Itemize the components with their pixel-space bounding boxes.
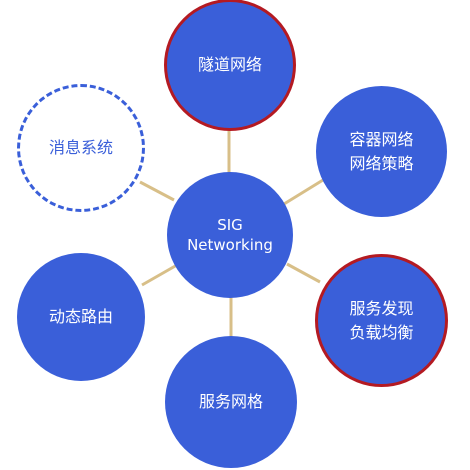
connector-discovery — [286, 262, 321, 284]
node-dynamic-routing[interactable]: 动态路由 — [17, 253, 145, 381]
node-label: 容器网络 网络策略 — [349, 129, 414, 173]
node-label: 消息系统 — [48, 138, 113, 157]
connector-routing — [141, 263, 178, 287]
node-container-network-policy[interactable]: 容器网络 网络策略 — [316, 86, 447, 217]
center-node-label: SIG Networking — [187, 216, 273, 254]
node-label: 动态路由 — [48, 307, 113, 326]
node-service-mesh[interactable]: 服务网格 — [165, 336, 297, 468]
node-label: 服务网格 — [198, 392, 263, 411]
center-node-sig-networking[interactable]: SIG Networking — [167, 172, 293, 298]
node-tunnel-network[interactable]: 隧道网络 — [164, 0, 296, 131]
connector-messaging — [139, 180, 175, 202]
node-label: 服务发现 负载均衡 — [349, 298, 414, 342]
node-service-discovery-load-balancing[interactable]: 服务发现 负载均衡 — [315, 254, 448, 387]
node-label: 隧道网络 — [197, 55, 262, 74]
node-messaging-system[interactable]: 消息系统 — [17, 84, 145, 212]
connector-container — [283, 178, 324, 206]
